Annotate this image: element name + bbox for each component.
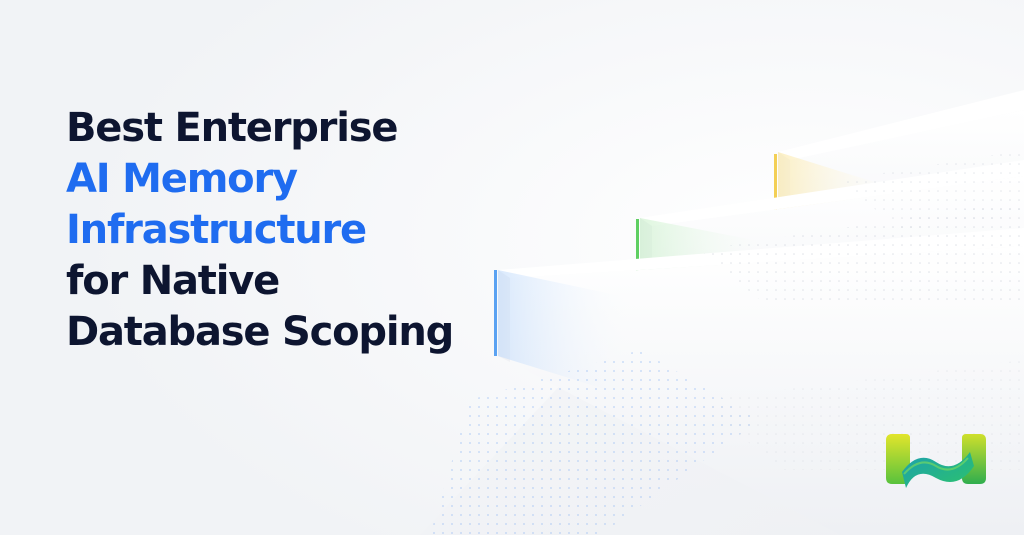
headline-line-5: Database Scoping [66, 309, 454, 355]
bar-blue [494, 270, 497, 356]
headline-line-1: Best Enterprise [66, 105, 398, 151]
step-yellow-top [778, 90, 1024, 160]
headline-line-4: for Native [66, 258, 280, 304]
headline-line-2: AI Memory [66, 156, 298, 202]
headline: Best Enterprise AI Memory Infrastructure… [66, 103, 526, 358]
bar-yellow [774, 154, 777, 240]
headline-line-3: Infrastructure [66, 207, 367, 253]
w-logo-icon [886, 434, 986, 488]
